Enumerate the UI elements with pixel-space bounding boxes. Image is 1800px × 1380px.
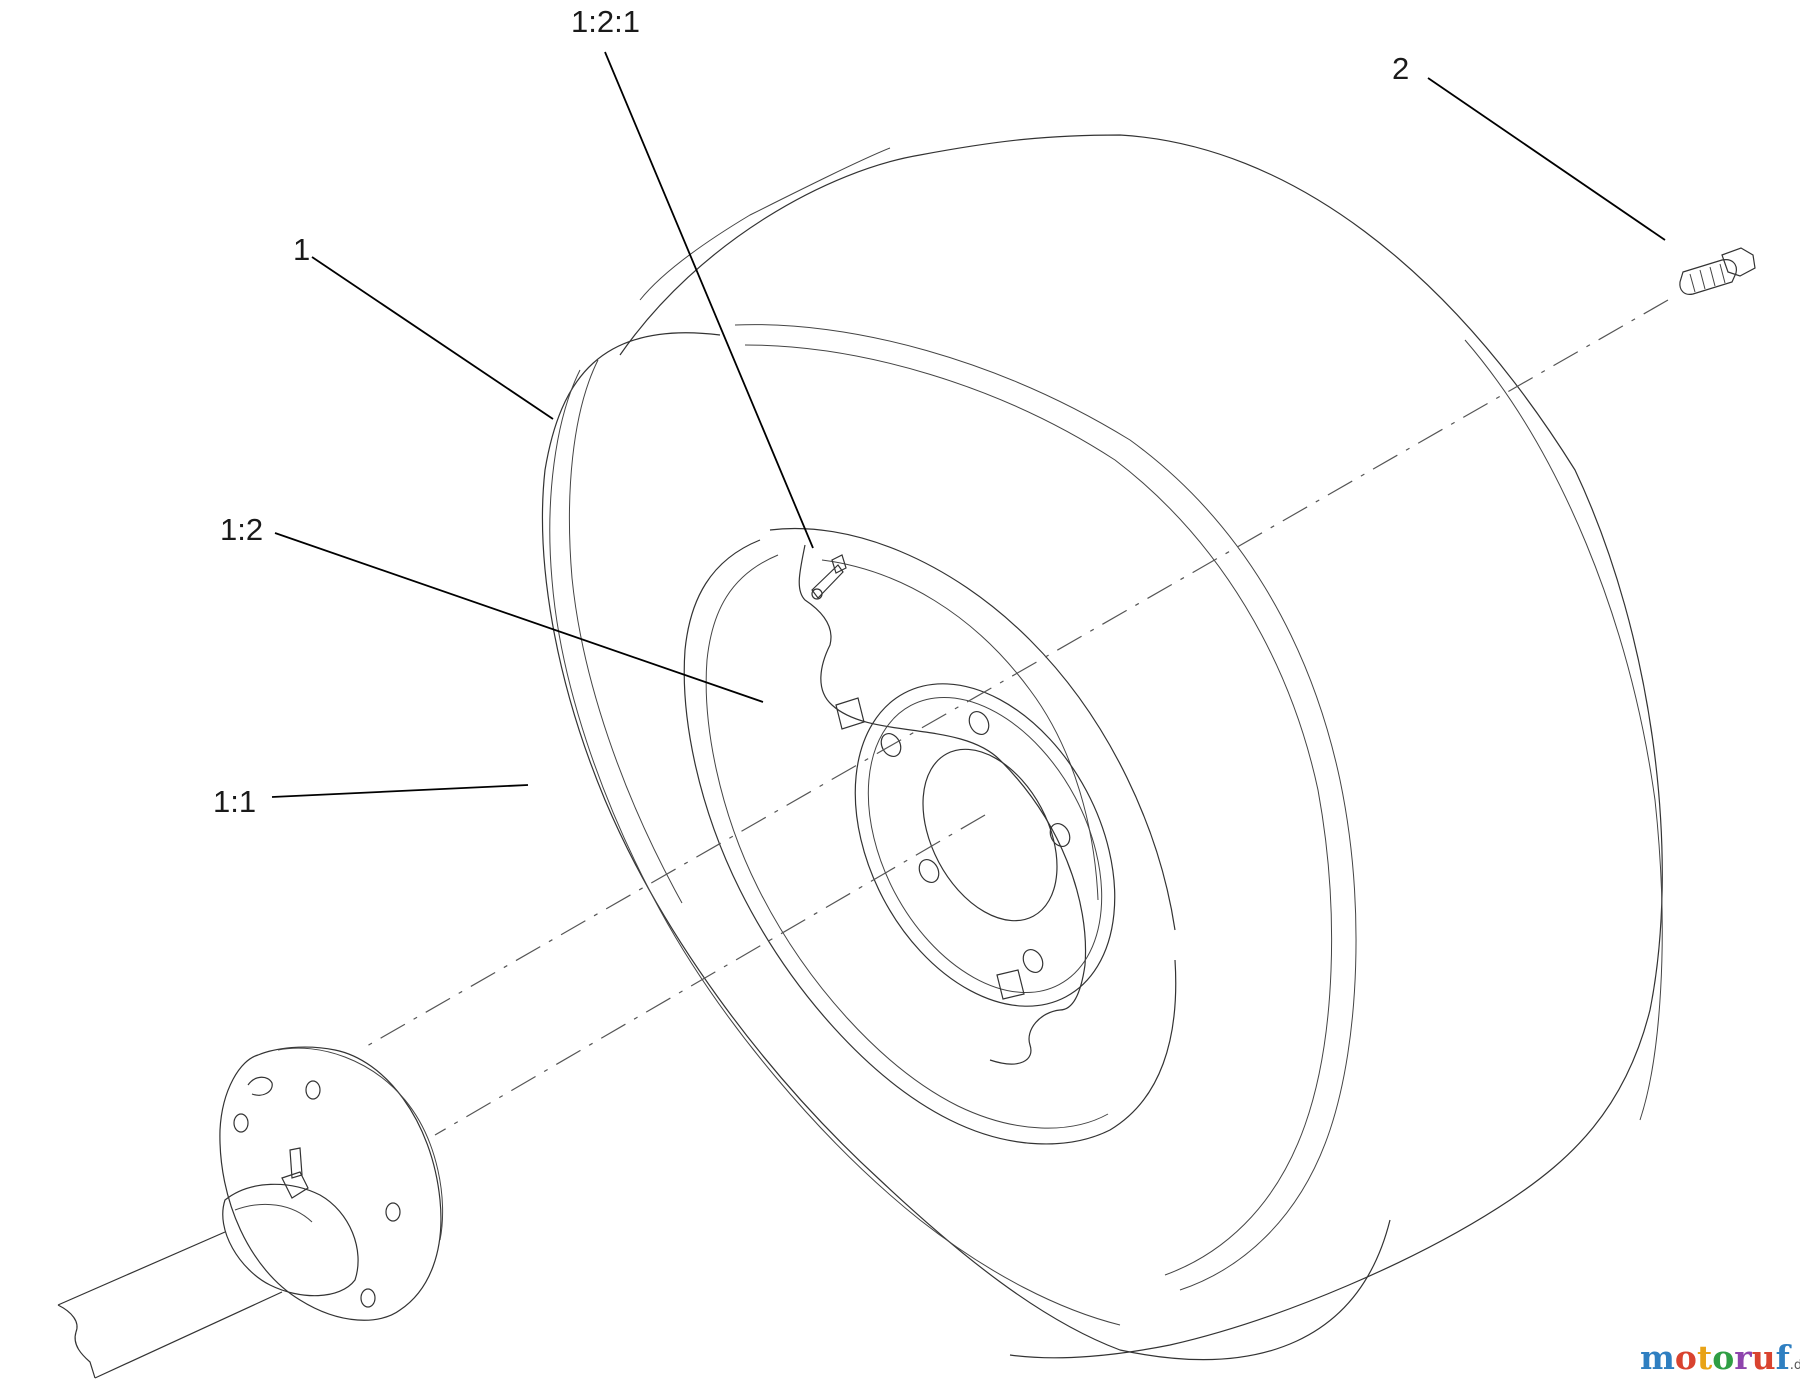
tire-drawing xyxy=(541,134,1663,1361)
leader-2 xyxy=(1427,77,1666,241)
bolt-axis-line xyxy=(359,299,1669,1051)
bolt-drawing xyxy=(1679,247,1756,295)
leader-1 xyxy=(311,256,554,420)
hub-axis-line xyxy=(434,814,986,1136)
callout-1-1: 1:1 xyxy=(213,784,256,819)
callout-2: 2 xyxy=(1392,51,1409,86)
valve-stem-drawing xyxy=(811,554,847,600)
leader-1-2-1 xyxy=(604,51,814,549)
axle-hub-drawing xyxy=(57,1046,444,1379)
watermark-letter: t xyxy=(1697,1338,1713,1377)
callout-1-2-1: 1:2:1 xyxy=(571,4,640,39)
watermark-letter: r xyxy=(1734,1338,1752,1377)
wheel-rim-drawing xyxy=(683,527,1177,1145)
watermark-letter: f xyxy=(1776,1338,1792,1377)
watermark-letter: u xyxy=(1752,1338,1776,1377)
leader-1-1 xyxy=(271,784,529,798)
callout-1-2: 1:2 xyxy=(220,512,263,547)
callout-1: 1 xyxy=(293,232,310,267)
watermark-logo: motoruf.de xyxy=(1640,1338,1800,1377)
leader-1-2 xyxy=(274,532,764,703)
svg-text:motoruf.de: motoruf.de xyxy=(1640,1338,1800,1377)
watermark-letter: m xyxy=(1640,1338,1675,1377)
watermark-letter: o xyxy=(1712,1338,1734,1377)
watermark-letter: o xyxy=(1675,1338,1697,1377)
